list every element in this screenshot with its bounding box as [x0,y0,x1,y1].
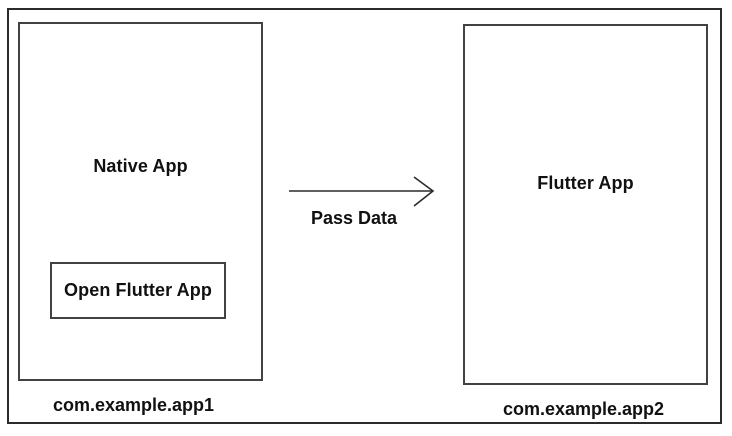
flutter-package-label: com.example.app2 [502,399,665,419]
pass-data-label: Pass Data [310,208,398,228]
diagram-outer-frame [7,8,722,424]
flutter-app-box [463,24,708,385]
flutter-app-title: Flutter App [537,173,634,193]
native-package-label: com.example.app1 [52,395,215,415]
native-app-title: Native App [93,156,188,176]
native-app-box [18,22,263,381]
open-flutter-app-button[interactable]: Open Flutter App [50,262,226,319]
